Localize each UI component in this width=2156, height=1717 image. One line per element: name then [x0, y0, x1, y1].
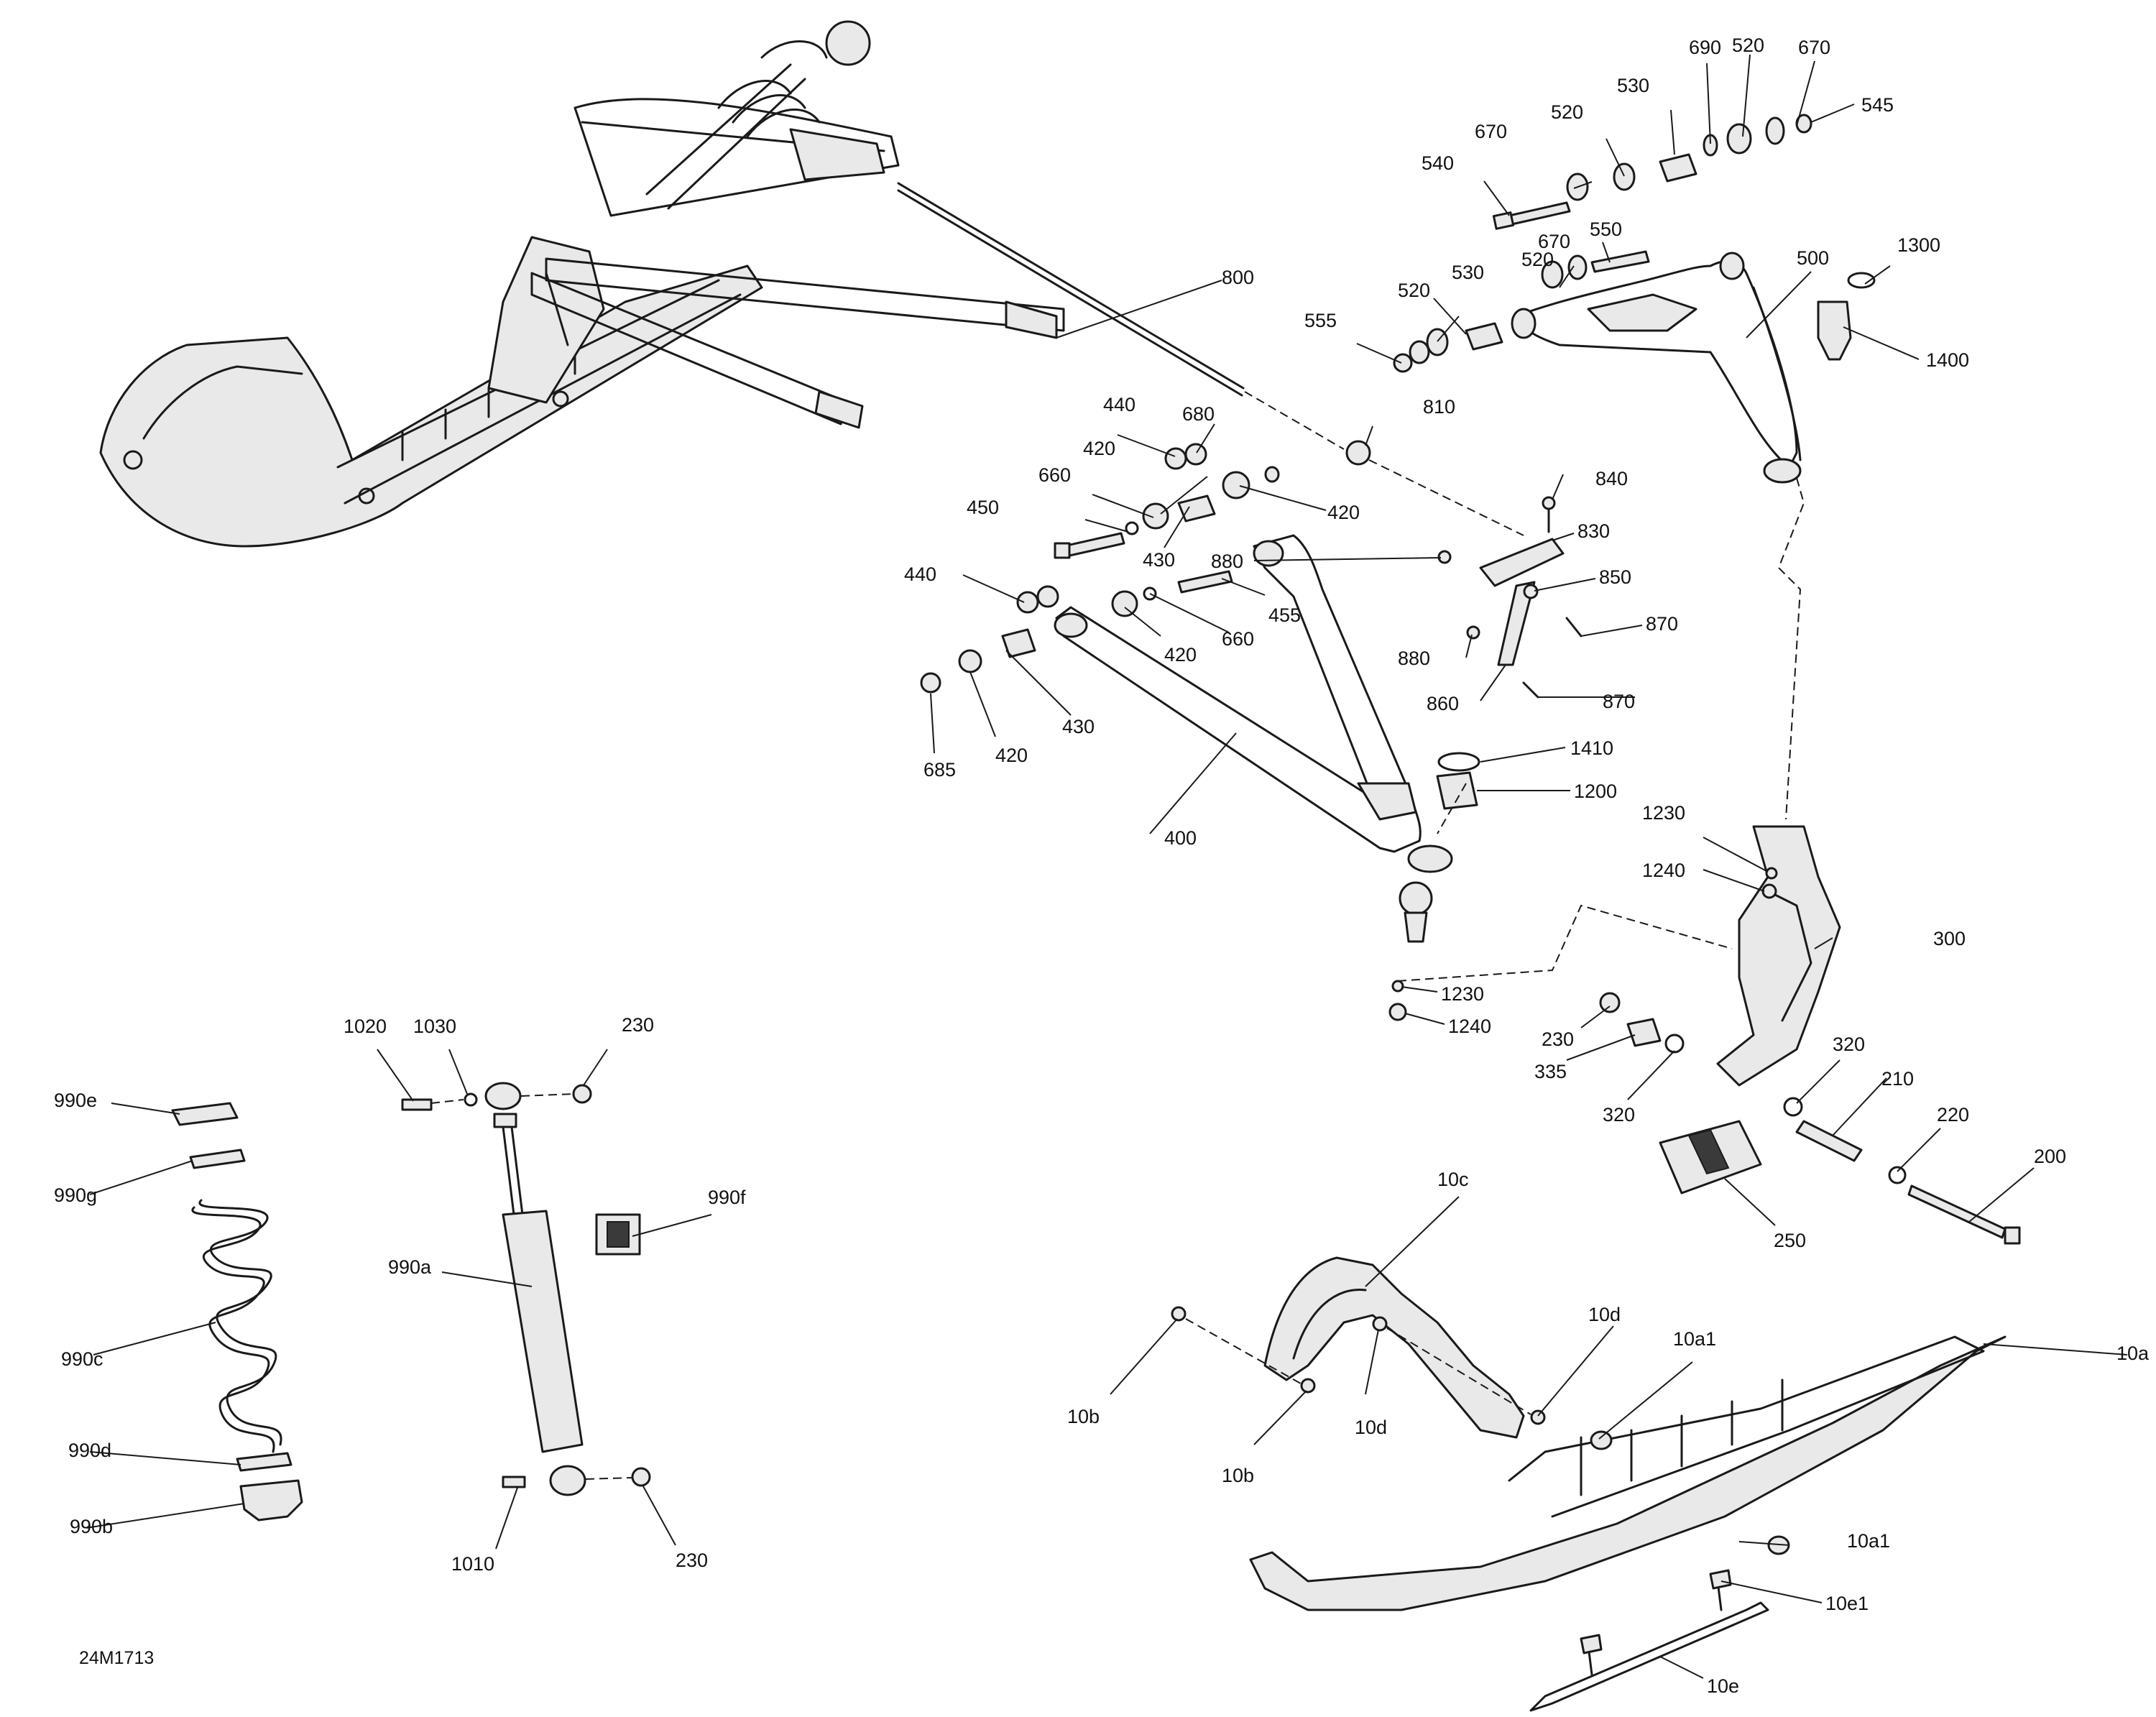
callout-10a1-b: 10a1 — [1847, 1530, 1890, 1552]
callout-450: 450 — [967, 497, 999, 518]
ski-exploded — [1171, 1256, 2007, 1712]
callout-1020: 1020 — [344, 1016, 387, 1037]
callout-670-a: 670 — [1798, 37, 1830, 58]
callout-520-a: 520 — [1732, 34, 1764, 56]
callout-840: 840 — [1595, 468, 1628, 489]
callout-1230-a: 1230 — [1642, 802, 1685, 824]
callout-1010: 1010 — [451, 1553, 494, 1575]
callout-520-c: 520 — [1521, 249, 1554, 270]
callout-990f: 990f — [708, 1187, 746, 1208]
callout-520-b: 520 — [1551, 101, 1583, 123]
callout-1300: 1300 — [1897, 234, 1940, 256]
callout-400: 400 — [1164, 827, 1197, 849]
callout-800: 800 — [1222, 267, 1254, 288]
callout-990a: 990a — [388, 1256, 432, 1278]
callout-420-c: 420 — [1164, 644, 1197, 666]
callout-685: 685 — [923, 759, 956, 781]
lower-a-arm-exploded — [920, 443, 1480, 943]
callout-500: 500 — [1797, 247, 1829, 269]
callout-labels: 800 810 500 1300 1400 690 520 670 545 52… — [54, 34, 2150, 1697]
callout-230-c: 230 — [676, 1550, 708, 1571]
steering-bracket-exploded — [1345, 440, 1583, 699]
callout-200: 200 — [2034, 1146, 2066, 1167]
callout-440-a: 440 — [1103, 394, 1135, 415]
callout-320-b: 320 — [1603, 1104, 1635, 1126]
callout-10b-b: 10b — [1222, 1465, 1254, 1486]
callout-10e1: 10e1 — [1825, 1593, 1869, 1614]
callout-430-a: 430 — [1143, 549, 1175, 571]
callout-1410: 1410 — [1570, 737, 1613, 759]
callout-10c: 10c — [1437, 1169, 1469, 1190]
callout-230-a: 230 — [1542, 1028, 1574, 1050]
callout-455: 455 — [1268, 604, 1301, 626]
spindle-exploded — [1388, 825, 2021, 1245]
callout-250: 250 — [1774, 1230, 1806, 1251]
callout-990e: 990e — [54, 1090, 97, 1111]
upper-a-arm-exploded — [1393, 114, 1876, 484]
callout-420-a: 420 — [1083, 438, 1115, 459]
callout-1200: 1200 — [1574, 781, 1617, 802]
callout-680: 680 — [1182, 403, 1215, 425]
callout-210: 210 — [1881, 1068, 1914, 1090]
callout-230-b: 230 — [622, 1014, 654, 1036]
callout-690: 690 — [1689, 37, 1721, 58]
callout-660-a: 660 — [1038, 464, 1071, 486]
callout-1400: 1400 — [1926, 349, 1969, 371]
callout-10d-a: 10d — [1588, 1304, 1621, 1325]
callout-10a1-a: 10a1 — [1673, 1328, 1716, 1350]
callout-660-b: 660 — [1222, 628, 1254, 650]
shock-spring-exploded — [171, 1102, 303, 1522]
callout-1230-b: 1230 — [1441, 983, 1484, 1005]
callout-670-c: 670 — [1538, 231, 1570, 252]
callout-990c: 990c — [61, 1348, 103, 1370]
callout-870-a: 870 — [1646, 613, 1678, 635]
callout-530-a: 530 — [1617, 75, 1649, 96]
callout-810: 810 — [1423, 396, 1455, 418]
callout-990g: 990g — [54, 1184, 97, 1206]
callout-860: 860 — [1427, 693, 1459, 714]
callout-670-b: 670 — [1475, 121, 1507, 142]
callout-440-b: 440 — [904, 563, 936, 585]
callout-555: 555 — [1304, 310, 1337, 331]
callout-10e: 10e — [1707, 1675, 1739, 1697]
connection-dashed-lines — [430, 391, 1805, 1480]
callout-320-a: 320 — [1833, 1034, 1865, 1055]
callout-10b-a: 10b — [1067, 1406, 1100, 1427]
callout-530-b: 530 — [1452, 262, 1484, 283]
callout-1240-a: 1240 — [1642, 860, 1685, 881]
callout-880-a: 880 — [1211, 551, 1243, 572]
callout-leader-lines — [86, 54, 2128, 1679]
callout-420-b: 420 — [1327, 502, 1360, 523]
callout-220: 220 — [1937, 1104, 1969, 1126]
callout-1030: 1030 — [413, 1016, 456, 1037]
callout-880-b: 880 — [1398, 648, 1430, 669]
callout-10a: 10a — [2116, 1343, 2150, 1364]
callout-300: 300 — [1933, 928, 1966, 949]
callout-1240-b: 1240 — [1448, 1016, 1491, 1037]
callout-540: 540 — [1422, 152, 1454, 174]
callout-420-d: 420 — [995, 745, 1028, 766]
callout-830: 830 — [1577, 520, 1610, 542]
callout-520-d: 520 — [1398, 280, 1430, 301]
callout-870-b: 870 — [1603, 691, 1635, 712]
callout-10d-b: 10d — [1355, 1417, 1387, 1438]
assembled-suspension-illustration — [99, 20, 1245, 548]
callout-545: 545 — [1861, 94, 1894, 116]
callout-990b: 990b — [70, 1516, 113, 1537]
callout-550: 550 — [1590, 218, 1622, 240]
shock-absorber-exploded — [401, 1082, 651, 1496]
callout-850: 850 — [1599, 566, 1631, 588]
callout-990d: 990d — [68, 1440, 111, 1461]
callout-335: 335 — [1534, 1061, 1567, 1082]
callout-430-b: 430 — [1062, 716, 1095, 737]
figure-id: 24M1713 — [79, 1648, 154, 1668]
